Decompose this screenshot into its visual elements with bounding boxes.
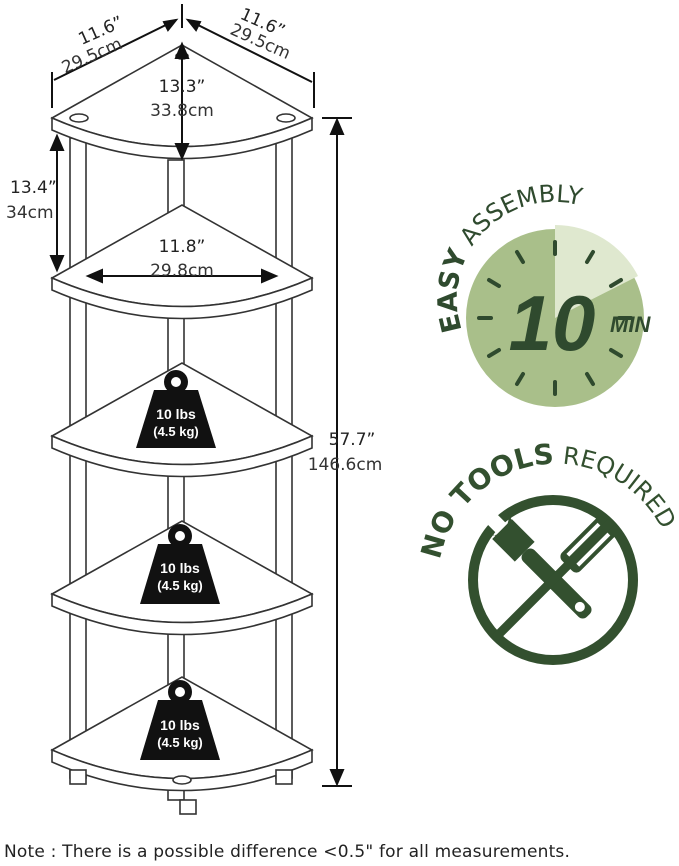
weight-badge-2: 10 lbs (4.5 kg) xyxy=(140,524,220,604)
arrowhead-icon xyxy=(162,18,179,32)
no-tools-icon xyxy=(468,495,638,665)
easy-assembly-badge: 10 MIN EASYASSEMBLY xyxy=(433,180,651,407)
assembly-minutes: 10 xyxy=(509,279,596,367)
weight-2-lbs: 10 lbs xyxy=(160,560,200,576)
assembly-unit: MIN xyxy=(610,312,651,337)
dim-center-in: 13.3” xyxy=(159,77,206,97)
arrowhead-icon xyxy=(329,769,345,787)
dimension-labels: 11.6” 29.5cm 11.6” 29.5cm 13.3” 33.8cm 1… xyxy=(6,4,382,475)
dim-height-cm: 146.6cm xyxy=(308,455,383,475)
back-post xyxy=(167,159,185,801)
foot-front xyxy=(179,799,197,815)
required-word: REQUIRED xyxy=(562,442,679,534)
weight-3-lbs: 10 lbs xyxy=(160,717,200,733)
kettlebell-weight-icon xyxy=(140,700,220,760)
weight-badge-3: 10 lbs (4.5 kg) xyxy=(140,680,220,760)
arrowhead-icon xyxy=(329,117,345,135)
arrowhead-icon xyxy=(174,143,190,161)
dimension-lines xyxy=(49,4,352,787)
clock-segment xyxy=(555,225,638,318)
clock-ticks-icon xyxy=(477,240,633,396)
weight-1-lbs: 10 lbs xyxy=(156,406,196,422)
measurement-note: Note : There is a possible difference <0… xyxy=(4,842,571,862)
arrowhead-icon xyxy=(49,133,65,151)
dim-width-in: 11.8” xyxy=(159,237,206,257)
weight-1-kg: (4.5 kg) xyxy=(153,424,199,439)
dim-center-cm: 33.8cm xyxy=(150,101,214,121)
dim-height-in: 57.7” xyxy=(329,430,376,450)
foot-left xyxy=(69,769,87,785)
shelf-2 xyxy=(50,204,314,320)
arrowhead-icon xyxy=(185,18,202,32)
weight-2-kg: (4.5 kg) xyxy=(157,578,203,593)
arrowhead-icon xyxy=(49,255,65,273)
weight-badge-1: 10 lbs (4.5 kg) xyxy=(136,370,216,448)
dim-width-cm: 29.8cm xyxy=(150,261,214,281)
arrowhead-icon xyxy=(85,268,103,284)
kettlebell-weight-icon xyxy=(136,390,216,448)
arrowhead-icon xyxy=(261,268,279,284)
weight-3-kg: (4.5 kg) xyxy=(157,735,203,750)
foot-right xyxy=(275,769,293,785)
dim-gap-in: 13.4” xyxy=(10,178,57,198)
arrowhead-icon xyxy=(174,41,190,59)
dim-gap-cm: 34cm xyxy=(6,203,54,223)
corner-shelf xyxy=(50,44,314,815)
kettlebell-weight-icon xyxy=(140,544,220,604)
